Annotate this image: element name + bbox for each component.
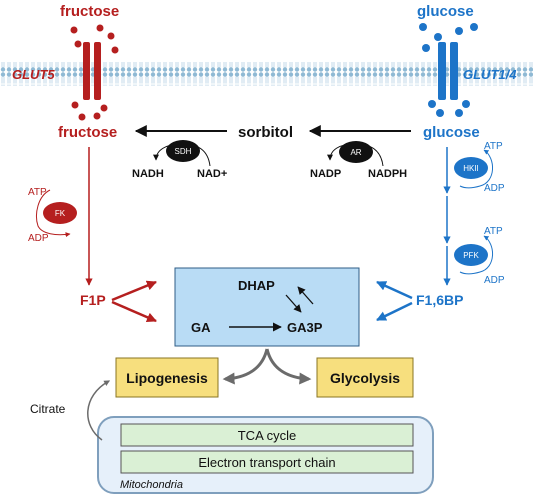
tca-cycle-label: TCA cycle — [238, 428, 297, 443]
hkii-label: HKII — [463, 164, 479, 173]
glucose-molecules-outside — [419, 23, 478, 52]
glycolysis-label: Glycolysis — [330, 370, 400, 386]
fk-label: FK — [55, 209, 66, 218]
ga3p-to-dhap-arrow — [297, 286, 314, 305]
glut5-transporter — [83, 42, 101, 100]
fructose-molecules-outside — [70, 24, 119, 54]
nad-label: NAD+ — [197, 168, 227, 180]
ga3p-label: GA3P — [287, 320, 323, 335]
ar-label: AR — [350, 148, 361, 157]
nadh-label: NADH — [132, 168, 164, 180]
glut14-transporter — [438, 42, 458, 100]
citrate-arrow — [87, 380, 111, 441]
electron-transport-box — [120, 450, 414, 474]
f1p-to-dhap-arrow — [111, 280, 157, 302]
to-glycolysis-arrow — [265, 348, 312, 385]
mitochondria-label: Mitochondria — [120, 479, 183, 491]
citrate-label: Citrate — [30, 402, 66, 416]
pfk-cofactor-arc — [459, 235, 493, 275]
fructose-molecules-inside — [71, 101, 108, 121]
f1p-label: F1P — [80, 292, 106, 308]
lipogenesis-box — [115, 357, 219, 398]
pfk-adp-label: ADP — [484, 275, 505, 286]
glucose-molecules-inside — [428, 100, 470, 117]
ar-enzyme — [339, 141, 373, 163]
pfk-label: PFK — [463, 251, 479, 260]
glut5-label: GLUT5 — [12, 67, 55, 82]
tca-cycle-box — [120, 423, 414, 447]
hkii-adp-label: ADP — [484, 183, 505, 194]
nadph-label: NADPH — [368, 168, 407, 180]
f1p-to-ga-arrow — [111, 300, 157, 323]
to-lipogenesis-arrow — [222, 348, 269, 385]
triose-box — [174, 267, 360, 347]
dhap-label: DHAP — [238, 278, 275, 293]
fk-adp-label: ADP — [28, 233, 49, 244]
hkii-enzyme — [454, 157, 488, 179]
glucose-outside-label: glucose — [417, 3, 474, 20]
f16bp-to-dhap-arrow — [376, 280, 413, 300]
hkii-atp-label: ATP — [484, 141, 503, 152]
sdh-label: SDH — [175, 147, 192, 156]
sdh-enzyme — [166, 140, 200, 162]
pfk-atp-label: ATP — [484, 226, 503, 237]
fructose-outside-label: fructose — [60, 3, 119, 20]
glut14-label: GLUT1/4 — [463, 67, 517, 82]
fk-atp-label: ATP — [28, 187, 47, 198]
fk-cofactor-arc — [36, 189, 71, 238]
dhap-to-ga3p-arrow — [285, 294, 302, 313]
glycolysis-box — [316, 357, 414, 398]
electron-transport-label: Electron transport chain — [198, 455, 335, 470]
fructose-inside-label: fructose — [58, 124, 117, 141]
fk-enzyme — [43, 202, 77, 224]
lipogenesis-label: Lipogenesis — [126, 370, 208, 386]
nadp-label: NADP — [310, 168, 341, 180]
hkii-cofactor-arc — [459, 149, 493, 189]
pfk-enzyme — [454, 244, 488, 266]
ga-label: GA — [191, 320, 211, 335]
sorbitol-label: sorbitol — [238, 124, 293, 141]
glucose-inside-label: glucose — [423, 124, 480, 141]
f16bp-to-ga3p-arrow — [376, 301, 413, 322]
f16bp-label: F1,6BP — [416, 292, 463, 308]
